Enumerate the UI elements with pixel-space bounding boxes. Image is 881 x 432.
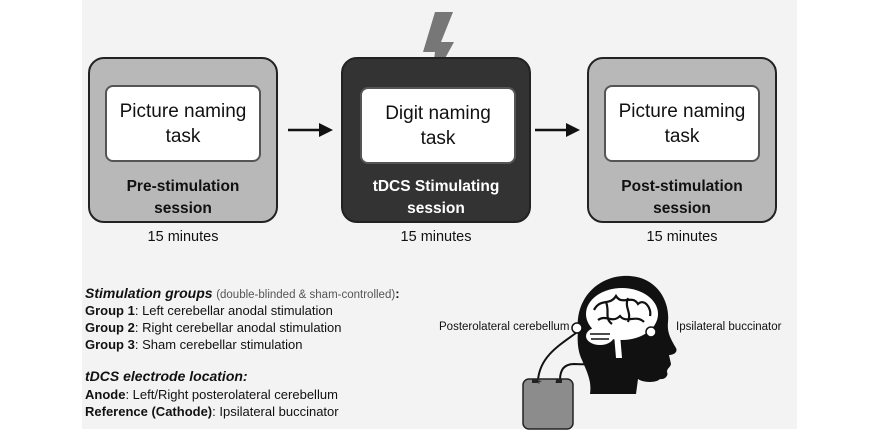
electrode-item: Anode: Left/Right posterolateral cerebel… <box>85 387 338 402</box>
duration-label: 15 minutes <box>646 229 718 245</box>
arrow-icon <box>535 123 580 137</box>
session-label: Post-stimulation session <box>621 178 743 217</box>
posterolateral-cerebellum-label: Posterolateral cerebellum <box>439 321 570 333</box>
groups-heading: Stimulation groups (double-blinded & sha… <box>85 285 400 301</box>
session-label: Pre-stimulation session <box>126 178 240 217</box>
minus-terminal-label: - <box>555 377 559 388</box>
duration-label: 15 minutes <box>400 229 472 245</box>
arrow-icon <box>288 123 333 137</box>
task-box: Picture naming task <box>105 85 261 162</box>
post-stimulation-box: Picture naming task Post-stimulation ses… <box>587 57 777 223</box>
tdcs-stimulating-box: Digit naming task tDCS Stimulating sessi… <box>341 57 531 223</box>
plus-terminal-label: + <box>536 377 542 388</box>
pre-stimulation-box: Picture naming task Pre-stimulation sess… <box>88 57 278 223</box>
task-box: Picture naming task <box>604 85 760 162</box>
task-box: Digit naming task <box>360 87 516 164</box>
group-item: Group 3: Sham cerebellar stimulation <box>85 337 303 352</box>
electrode-heading: tDCS electrode location: <box>85 368 248 384</box>
group-item: Group 1: Left cerebellar anodal stimulat… <box>85 303 333 318</box>
ipsilateral-buccinator-label: Ipsilateral buccinator <box>676 321 782 333</box>
duration-label: 15 minutes <box>147 229 219 245</box>
head-brain-illustration <box>522 275 677 430</box>
group-item: Group 2: Right cerebellar anodal stimula… <box>85 320 342 335</box>
session-label: tDCS Stimulating session <box>372 178 500 217</box>
lightning-bolt-icon <box>423 12 454 84</box>
electrode-item: Reference (Cathode): Ipsilateral buccina… <box>85 404 339 419</box>
